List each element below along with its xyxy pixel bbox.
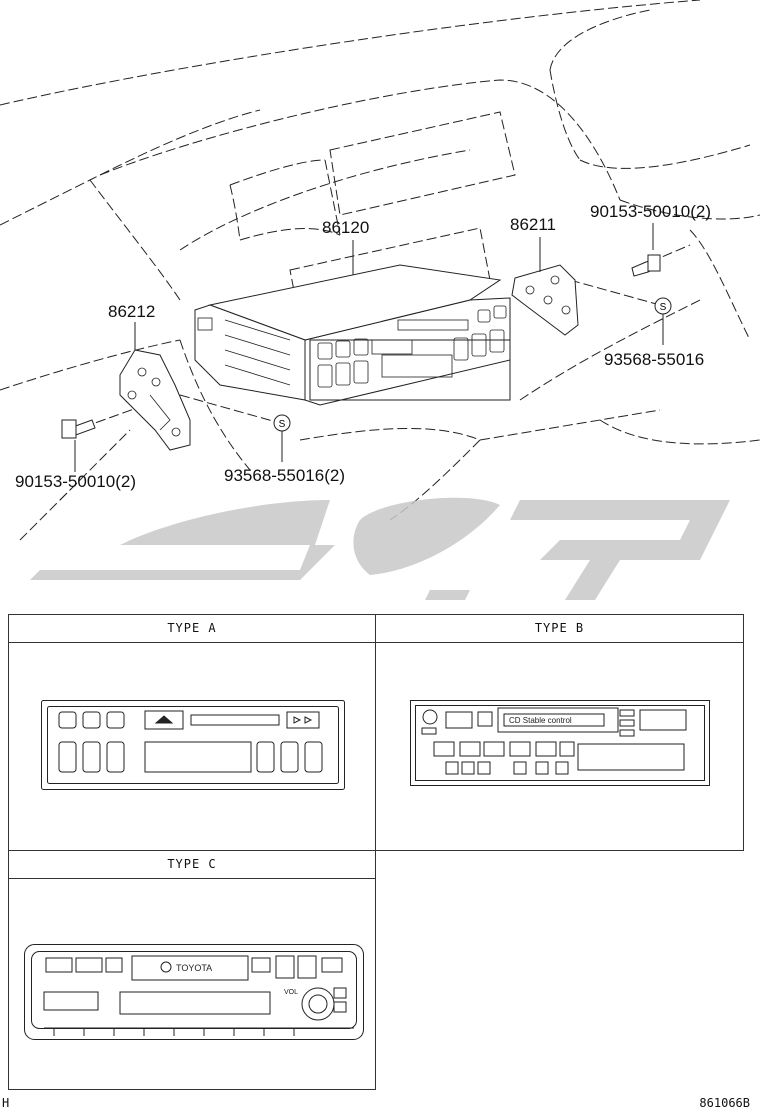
- part-86211-label: 86211: [510, 215, 557, 234]
- type-b-panel: TYPE B CD Stable control: [375, 614, 744, 851]
- nut-left-label: 93568-55016(2): [224, 466, 345, 485]
- nut-right-label: 93568-55016: [604, 350, 705, 369]
- type-c-title: TYPE C: [9, 851, 375, 879]
- type-b-title: TYPE B: [376, 615, 743, 643]
- type-c-brand: TOYOTA: [176, 963, 212, 973]
- part-86120-label: 86120: [322, 218, 370, 237]
- type-c-panel: TYPE C TOYOTA VOL: [8, 850, 376, 1090]
- footer-left: H: [2, 1096, 10, 1110]
- watermark: [30, 497, 730, 600]
- type-b-radio-face: CD Stable control: [410, 700, 710, 786]
- bolt-right-label: 90153-50010(2): [590, 202, 711, 221]
- type-a-radio-face: [41, 700, 345, 790]
- bolt-left-label: 90153-50010(2): [15, 472, 136, 491]
- nut-symbol-right: S: [660, 302, 667, 313]
- footer-code: 861066B: [699, 1096, 750, 1110]
- type-a-title: TYPE A: [9, 615, 375, 643]
- type-c-vol-label: VOL: [284, 989, 298, 996]
- type-c-radio-face: TOYOTA VOL: [24, 944, 364, 1040]
- part-86212-label: 86212: [108, 302, 156, 321]
- type-a-panel: TYPE A: [8, 614, 376, 851]
- nut-symbol-left: S: [279, 419, 286, 430]
- exploded-diagram: S S: [0, 0, 760, 600]
- type-b-face-text: CD Stable control: [509, 716, 572, 725]
